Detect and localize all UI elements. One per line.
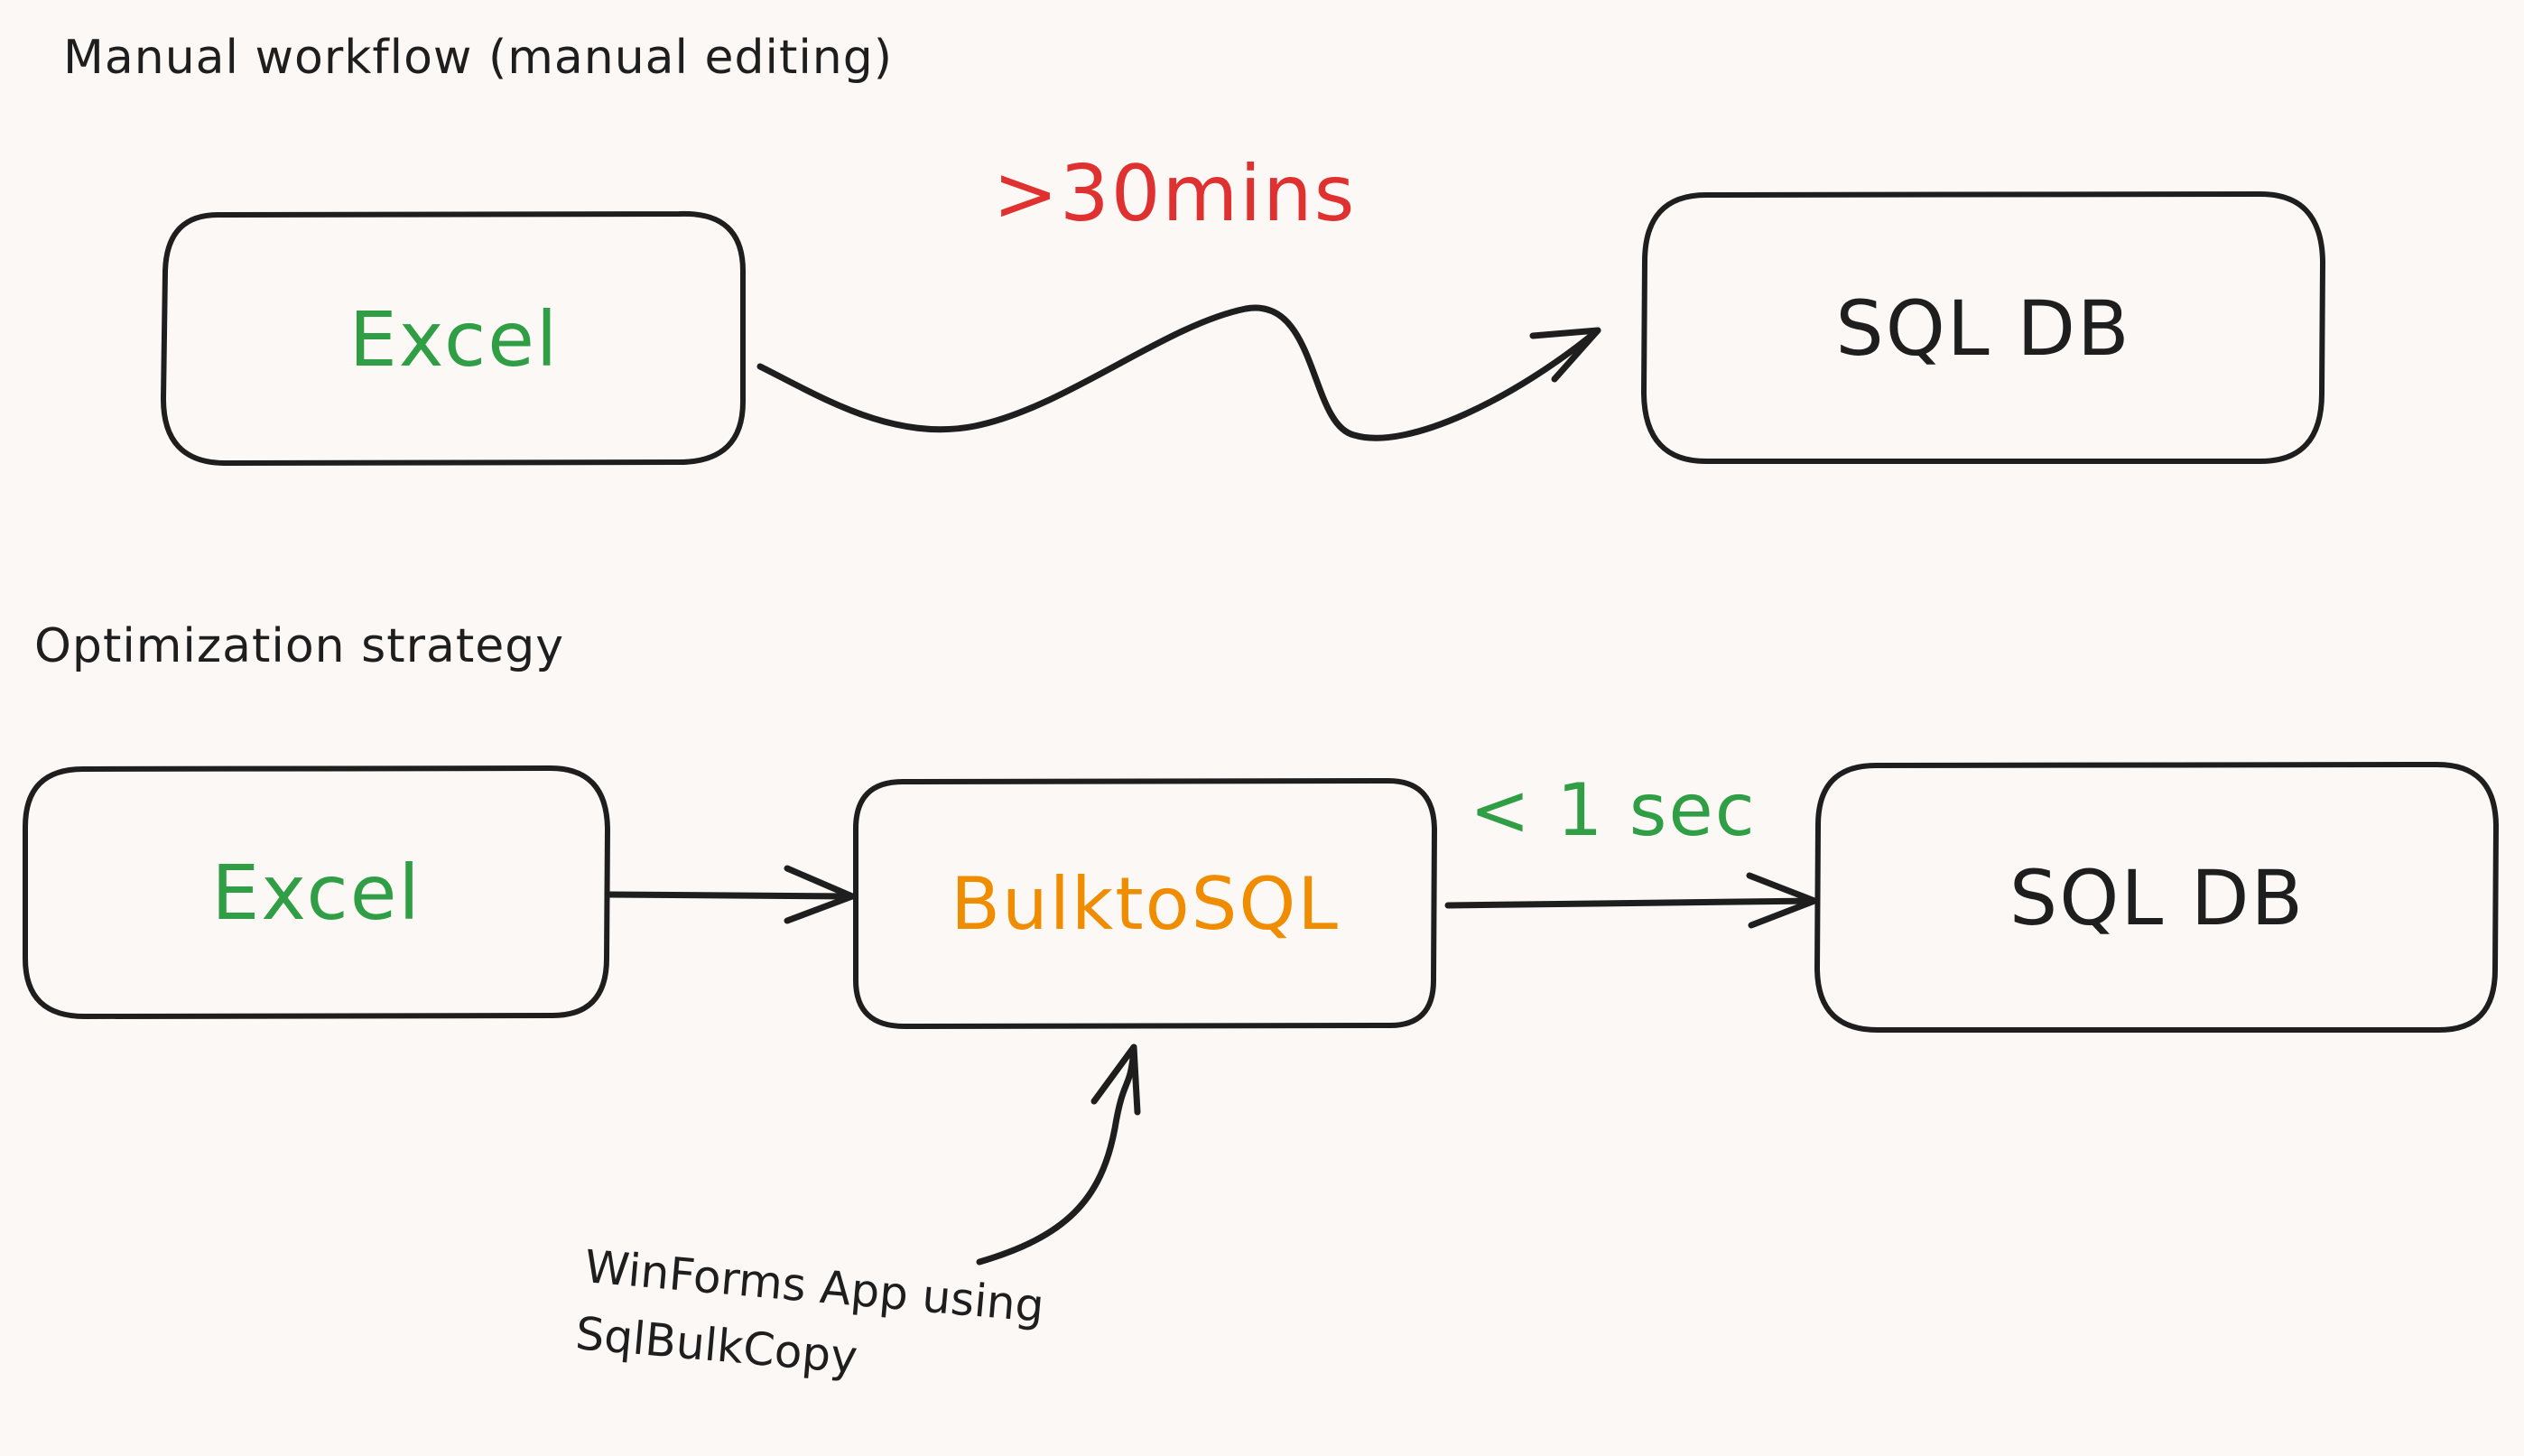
manual-wavy-arrow: [756, 304, 1601, 441]
manual-section-title: Manual workflow (manual editing): [63, 31, 894, 85]
bulk-to-db-arrowhead: [1746, 872, 1818, 929]
manual-sqldb-label: SQL DB: [1835, 283, 2131, 373]
manual-excel-box: [161, 210, 747, 466]
manual-wavy-arrowhead: [1529, 327, 1601, 383]
note-arrow: [976, 1045, 1137, 1266]
opt-duration-label: < 1 sec: [1470, 768, 1757, 852]
bulk-to-db-arrow: [1444, 897, 1818, 909]
optimized-section-title: Optimization strategy: [34, 619, 565, 673]
manual-excel-label: Excel: [348, 294, 560, 384]
opt-sqldb-label: SQL DB: [2009, 853, 2306, 942]
opt-sqldb-box: [1814, 761, 2499, 1034]
opt-bulktosql-label: BulktoSQL: [951, 861, 1340, 946]
opt-excel-label: Excel: [211, 849, 422, 937]
excel-to-bulk-arrowhead: [784, 865, 856, 924]
excel-to-bulk-arrow: [606, 891, 856, 900]
manual-sqldb-box: [1641, 190, 2325, 465]
manual-duration-label: >30mins: [993, 149, 1357, 239]
opt-excel-box: [23, 765, 610, 1020]
opt-bulktosql-box: [853, 777, 1437, 1029]
note-arrowhead: [1090, 1043, 1141, 1116]
